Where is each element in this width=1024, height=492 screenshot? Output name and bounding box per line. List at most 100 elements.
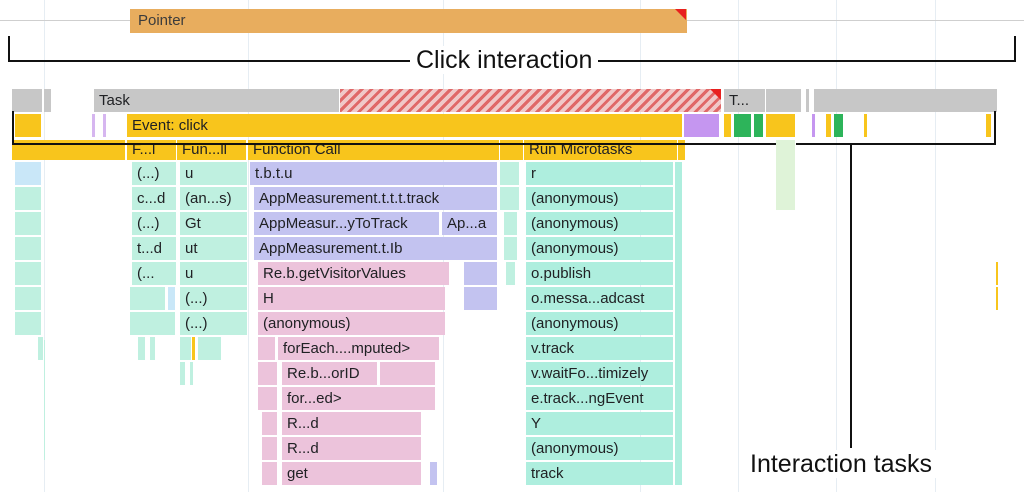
event-bar[interactable] [684, 114, 720, 137]
frame[interactable] [258, 387, 278, 410]
frame[interactable] [675, 162, 683, 485]
task-bar[interactable] [806, 89, 810, 112]
event-bar[interactable] [724, 114, 732, 137]
frame[interactable] [15, 262, 42, 285]
frame[interactable]: u [180, 162, 248, 185]
frame[interactable] [15, 212, 42, 235]
event-bar[interactable] [766, 114, 796, 137]
call-bar[interactable] [500, 140, 524, 160]
task-bar[interactable] [814, 89, 998, 112]
frame[interactable] [996, 287, 999, 310]
frame[interactable] [380, 362, 436, 385]
frame[interactable]: u [180, 262, 248, 285]
frame[interactable] [130, 312, 176, 335]
frame[interactable] [15, 237, 42, 260]
frame[interactable]: e.track...ngEvent [526, 387, 674, 410]
frame[interactable] [506, 262, 516, 285]
frame[interactable] [130, 287, 166, 310]
frame[interactable] [44, 340, 46, 460]
frame[interactable] [15, 187, 42, 210]
call-bar[interactable] [12, 140, 126, 160]
frame[interactable]: get [282, 462, 422, 485]
frame[interactable]: R...d [282, 412, 422, 435]
frame[interactable] [996, 262, 999, 285]
frame[interactable]: Re.b.getVisitorValues [258, 262, 450, 285]
frame[interactable]: AppMeasurement.t.t.t.track [254, 187, 498, 210]
frame[interactable] [180, 362, 186, 385]
frame[interactable]: (an...s) [180, 187, 248, 210]
frame[interactable] [500, 187, 520, 210]
frame[interactable]: (... [132, 262, 177, 285]
frame[interactable]: (anonymous) [526, 237, 674, 260]
call-bar[interactable]: F...l [127, 140, 177, 160]
frame[interactable] [15, 312, 42, 335]
frame[interactable] [430, 462, 438, 485]
frame[interactable]: AppMeasurement.t.Ib [254, 237, 498, 260]
event-bar[interactable] [826, 114, 832, 137]
frame[interactable] [15, 162, 42, 185]
frame[interactable]: o.messa...adcast [526, 287, 674, 310]
frame[interactable] [776, 140, 796, 210]
frame[interactable] [15, 287, 42, 310]
frame[interactable]: v.waitFo...timizely [526, 362, 674, 385]
frame[interactable] [198, 337, 222, 360]
call-bar[interactable] [678, 140, 686, 160]
frame[interactable]: Re.b...orID [282, 362, 378, 385]
frame[interactable]: (...) [180, 287, 248, 310]
event-bar[interactable] [92, 114, 96, 137]
frame[interactable]: (...) [180, 312, 248, 335]
task-bar[interactable] [12, 89, 43, 112]
frame[interactable]: Ap...a [442, 212, 498, 235]
frame[interactable] [262, 437, 278, 460]
frame[interactable]: t.b.t.u [250, 162, 498, 185]
frame[interactable] [258, 337, 276, 360]
frame[interactable]: (...) [132, 162, 177, 185]
task-bar[interactable]: T... [724, 89, 766, 112]
frame[interactable]: H [258, 287, 446, 310]
frame[interactable]: Y [526, 412, 674, 435]
frame[interactable]: R...d [282, 437, 422, 460]
run-microtasks-bar[interactable]: Run Microtasks [524, 140, 678, 160]
frame[interactable] [464, 287, 498, 310]
call-bar[interactable]: Fun...ll [177, 140, 247, 160]
frame[interactable]: (anonymous) [258, 312, 446, 335]
event-bar[interactable] [15, 114, 42, 137]
frame[interactable]: c...d [132, 187, 177, 210]
function-call-bar[interactable]: Function Call [248, 140, 500, 160]
frame[interactable]: (anonymous) [526, 212, 674, 235]
frame[interactable]: (...) [132, 212, 177, 235]
frame[interactable]: t...d [132, 237, 177, 260]
event-bar[interactable] [812, 114, 816, 137]
frame[interactable]: ut [180, 237, 248, 260]
event-bar[interactable] [864, 114, 868, 137]
frame[interactable]: Gt [180, 212, 248, 235]
frame[interactable] [504, 212, 518, 235]
event-bar[interactable] [834, 114, 844, 137]
task-bar[interactable]: Task [94, 89, 340, 112]
task-bar[interactable] [44, 89, 52, 112]
frame[interactable]: for...ed> [282, 387, 436, 410]
frame[interactable] [262, 412, 278, 435]
pointer-interaction-bar[interactable]: Pointer [130, 9, 687, 33]
event-bar[interactable] [986, 114, 992, 137]
frame[interactable] [190, 362, 194, 385]
frame[interactable]: (anonymous) [526, 312, 674, 335]
frame[interactable]: AppMeasur...yToTrack [254, 212, 440, 235]
frame[interactable]: (anonymous) [526, 437, 674, 460]
frame[interactable]: (anonymous) [526, 187, 674, 210]
frame[interactable]: v.track [526, 337, 674, 360]
frame[interactable] [262, 462, 278, 485]
frame[interactable] [38, 337, 44, 360]
frame[interactable] [180, 337, 192, 360]
event-bar[interactable] [754, 114, 764, 137]
frame[interactable] [138, 337, 146, 360]
frame[interactable]: r [526, 162, 674, 185]
task-bar[interactable] [766, 89, 802, 112]
frame[interactable] [150, 337, 156, 360]
frame[interactable]: o.publish [526, 262, 674, 285]
frame[interactable] [258, 362, 278, 385]
frame[interactable] [500, 162, 520, 185]
frame[interactable] [192, 337, 196, 360]
frame[interactable] [504, 237, 518, 260]
frame[interactable]: track [526, 462, 674, 485]
